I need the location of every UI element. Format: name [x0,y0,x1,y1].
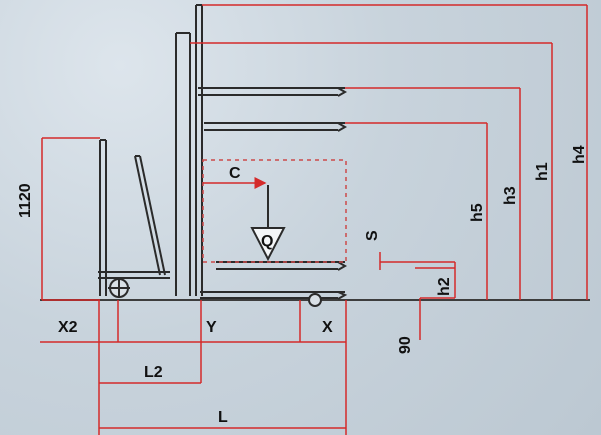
dimension-lines [40,4,588,435]
label-x2: X2 [58,319,78,336]
label-90: 90 [397,336,414,354]
mast [175,4,203,296]
load-arrow [250,185,286,262]
label-h2: h2 [436,277,453,296]
label-x: X [322,319,333,336]
label-h5: h5 [469,203,486,222]
steer-wheel [108,278,130,298]
load-center-box [202,159,347,263]
dimension-labels: 1120 C Q S h2 h5 h3 h1 h4 X2 Y X 90 L2 L [17,145,588,426]
label-l: L [218,409,228,426]
label-y: Y [206,319,217,336]
label-h3: h3 [502,186,519,205]
tiller-handle [134,155,166,276]
label-h4: h4 [571,145,588,164]
label-h1: h1 [534,162,551,181]
load-wheel [308,293,322,307]
label-q: Q [261,233,273,250]
forks-lower [200,261,348,300]
label-s: S [364,230,381,241]
forks-upper [198,87,348,132]
label-l2: L2 [144,364,163,381]
rear-guard-frame [98,139,170,296]
label-c: C [229,165,241,182]
label-1120: 1120 [17,183,34,218]
